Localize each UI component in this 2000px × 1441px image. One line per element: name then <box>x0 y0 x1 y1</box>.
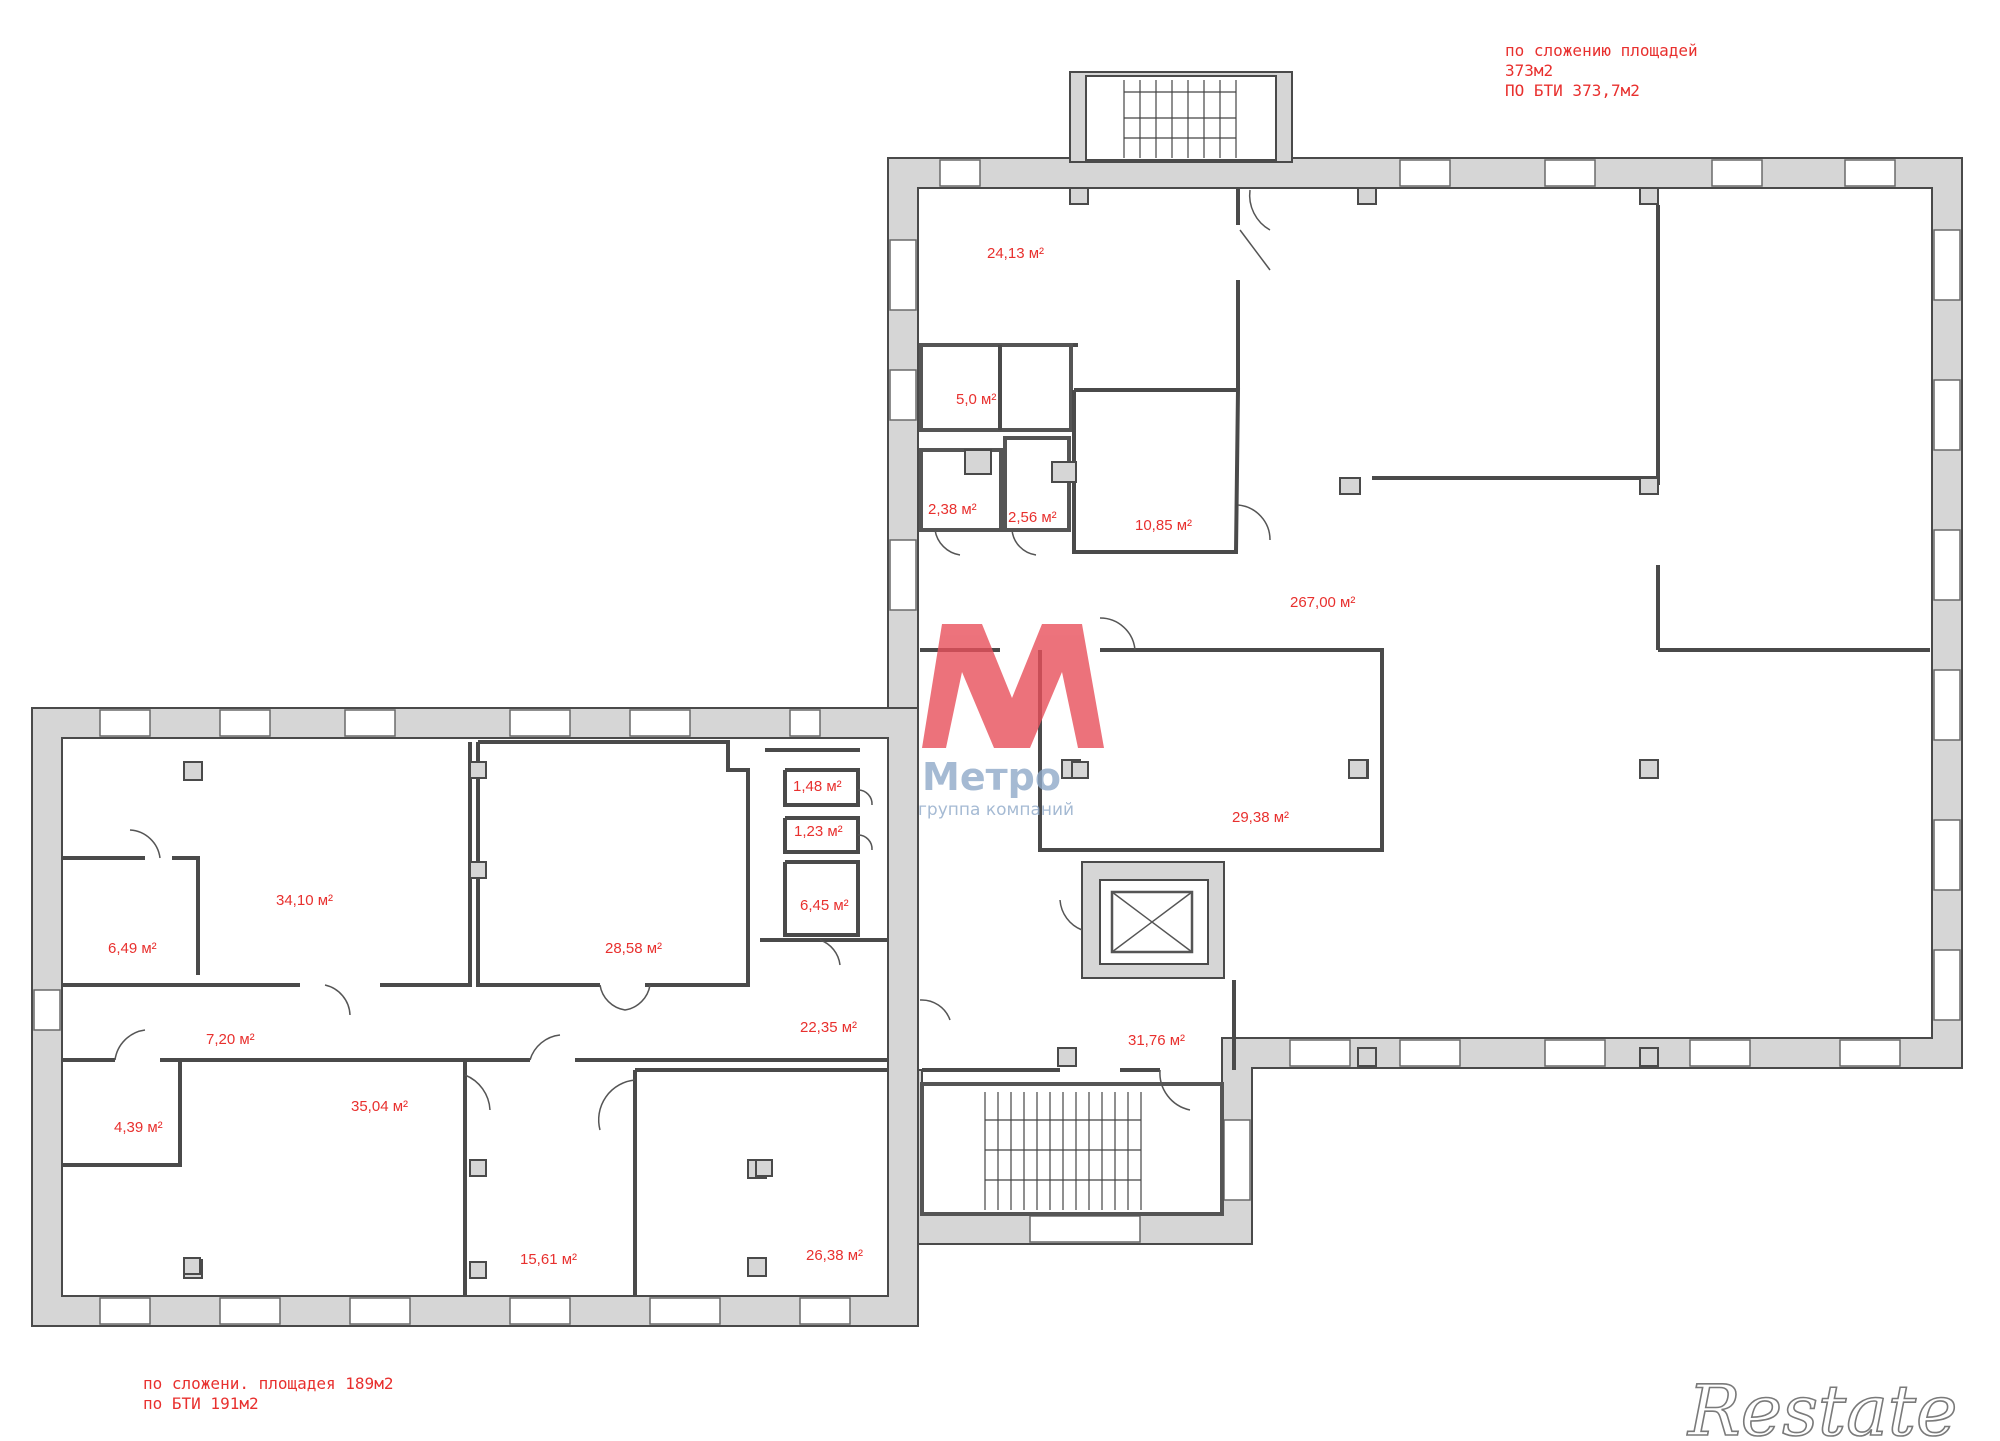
note-line: по сложению площадей <box>1505 41 1698 60</box>
note-line: 373м2 <box>1505 61 1553 80</box>
left-wing <box>31 707 919 1327</box>
room-area-label: 2,38 м² <box>928 501 977 518</box>
note-line: по БТИ 191м2 <box>143 1394 259 1413</box>
room-labels: 24,13 м² 5,0 м² 2,38 м² 2,56 м² 10,85 м²… <box>108 245 1355 1268</box>
room-area-label: 26,38 м² <box>806 1247 863 1264</box>
room-area-label: 10,85 м² <box>1135 517 1192 534</box>
room-area-label: 5,0 м² <box>956 391 996 408</box>
room-area-label: 2,56 м² <box>1008 509 1057 526</box>
room-area-label: 15,61 м² <box>520 1251 577 1268</box>
note-bottom-left: по сложени. площадея 189м2 по БТИ 191м2 <box>143 1374 393 1413</box>
room-area-label: 1,23 м² <box>794 823 843 840</box>
note-line: ПО БТИ 373,7м2 <box>1505 81 1640 100</box>
room-area-label: 6,45 м² <box>800 897 849 914</box>
room-area-label: 4,39 м² <box>114 1119 163 1136</box>
logo-mark <box>922 624 1104 748</box>
room-markers <box>183 759 1368 1275</box>
top-stair-box <box>1069 71 1293 163</box>
room-area-label: 28,58 м² <box>605 940 662 957</box>
logo-name: Метро <box>922 755 1061 799</box>
room-area-label: 267,00 м² <box>1290 594 1355 611</box>
logo-subtitle: группа компаний <box>918 800 1074 820</box>
note-top-right: по сложению площадей 373м2 ПО БТИ 373,7м… <box>1505 41 1698 100</box>
restate-watermark: Restate <box>1686 1370 1957 1441</box>
room-area-label: 34,10 м² <box>276 892 333 909</box>
room-area-label: 35,04 м² <box>351 1098 408 1115</box>
room-area-label: 31,76 м² <box>1128 1032 1185 1049</box>
partitions-left <box>62 740 888 1296</box>
room-area-label: 7,20 м² <box>206 1031 255 1048</box>
room-area-label: 6,49 м² <box>108 940 157 957</box>
room-area-label: 22,35 м² <box>800 1019 857 1036</box>
metro-logo: Метро группа компаний <box>918 624 1104 820</box>
room-area-label: 24,13 м² <box>987 245 1044 262</box>
note-line: по сложени. площадея 189м2 <box>143 1374 393 1393</box>
windows-right <box>889 159 1961 1243</box>
partitions-right <box>918 187 1930 1216</box>
room-area-label: 1,48 м² <box>793 778 842 795</box>
windows-left <box>33 709 851 1325</box>
door-swings <box>114 189 1271 1131</box>
room-area-label: 29,38 м² <box>1232 809 1289 826</box>
